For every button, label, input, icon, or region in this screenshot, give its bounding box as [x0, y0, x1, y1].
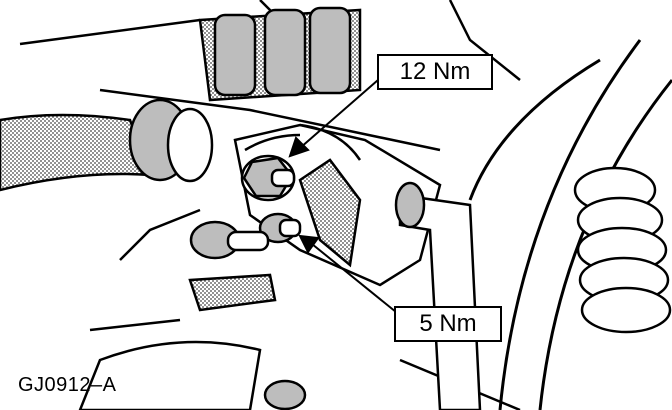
lower-torque-callout: 5 Nm [394, 306, 502, 342]
left-hose [0, 98, 214, 192]
right-hose [394, 181, 482, 410]
background-structure [19, 0, 521, 410]
upper-torque-callout: 12 Nm [377, 54, 493, 90]
large-hose [468, 39, 672, 410]
upper-hose [198, 6, 362, 102]
corrugated-tube [573, 166, 672, 334]
upper-nut [240, 154, 296, 202]
arrow-lower-line [311, 243, 397, 313]
arrow-lower-head [298, 234, 320, 254]
arrow-upper-line [299, 79, 379, 149]
lower-nut [189, 212, 302, 260]
figure-id-label: GJ0912–A [18, 374, 117, 396]
arrow-upper-head [288, 136, 310, 158]
leader-arrows [288, 79, 397, 313]
lower-hose [78, 273, 307, 410]
